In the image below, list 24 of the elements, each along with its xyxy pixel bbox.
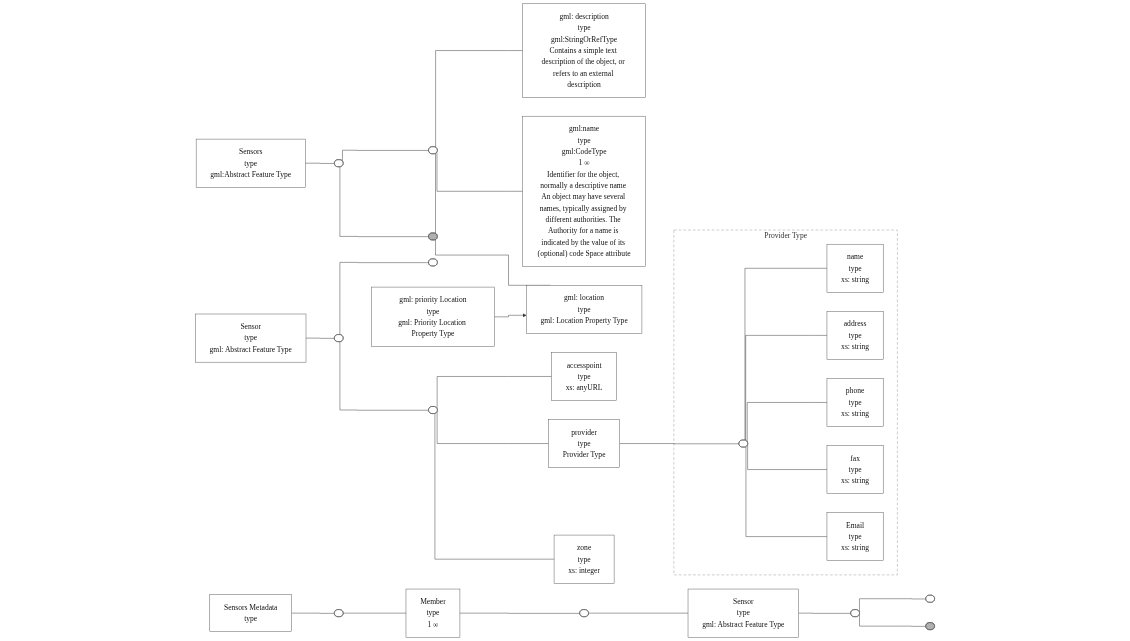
- connector: [744, 268, 828, 441]
- connector: [339, 262, 429, 336]
- connector: [342, 149, 429, 162]
- connector: [747, 402, 828, 442]
- connector: [745, 335, 828, 441]
- connector: [435, 50, 523, 148]
- connector: [339, 166, 429, 237]
- connector: [343, 612, 407, 614]
- connector: [859, 614, 927, 627]
- connector: [434, 413, 555, 560]
- connector: [588, 612, 689, 614]
- connector: [339, 341, 429, 411]
- connector: [798, 612, 852, 614]
- connector: [436, 411, 549, 444]
- connector: [859, 598, 927, 613]
- connector: [745, 446, 828, 537]
- connector: [436, 152, 523, 192]
- connector: [291, 612, 335, 614]
- connector: [747, 445, 828, 470]
- connector: [619, 443, 740, 445]
- connector: [436, 376, 552, 409]
- connector: [459, 612, 581, 614]
- connector: [305, 337, 335, 339]
- connector: [305, 162, 335, 164]
